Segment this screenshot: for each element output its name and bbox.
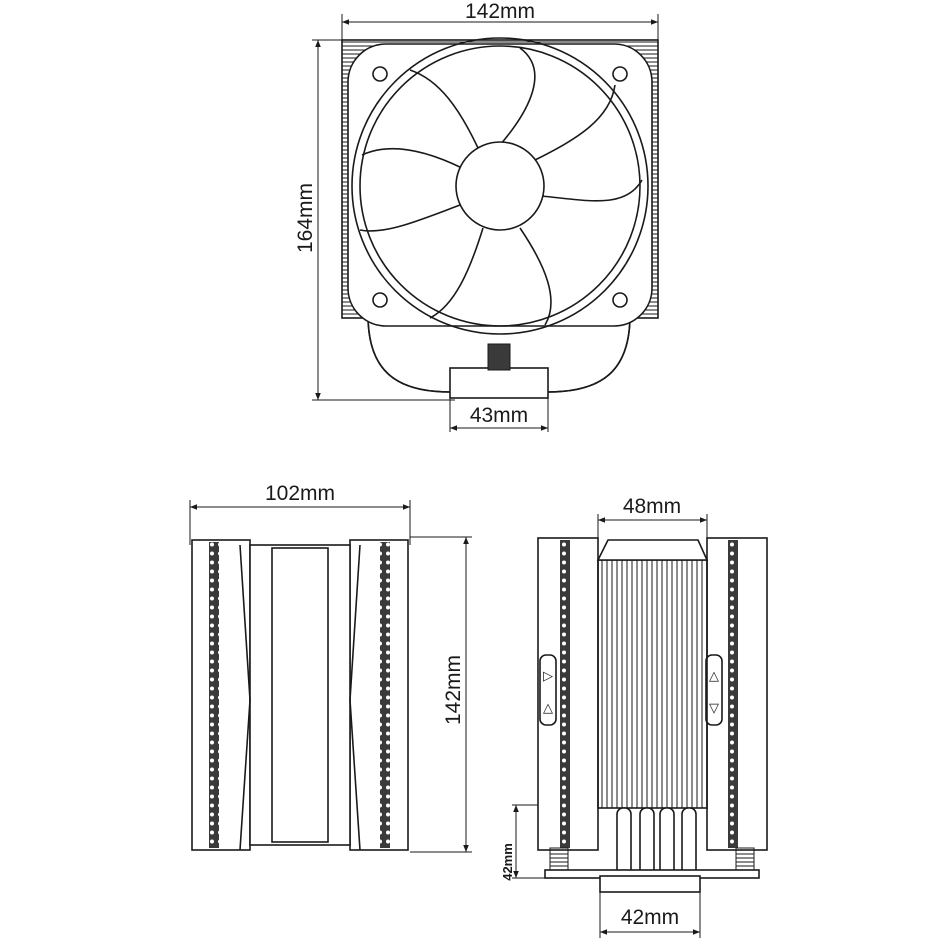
front-base-plate — [449, 367, 549, 399]
side-fan-left — [191, 539, 251, 851]
side-fan-left-bead — [209, 542, 219, 848]
fan-corner-hole — [372, 66, 388, 82]
front-mount-screw — [487, 343, 511, 371]
fan-blades — [359, 47, 643, 326]
fan-corner-hole — [372, 292, 388, 308]
airflow-arrow-icon: ▷ — [543, 668, 553, 683]
airflow-arrow-icon: △ — [543, 700, 553, 715]
airflow-arrow-icon: ▽ — [709, 700, 719, 715]
rear-fan-left-arrows — [539, 654, 557, 726]
fan-corner-hole — [612, 292, 628, 308]
side-view: 102mm 142mm — [189, 482, 472, 853]
side-fan-right — [349, 539, 409, 851]
front-height-label: 164mm — [294, 183, 317, 253]
rear-fan-right-bead — [728, 540, 738, 848]
front-view: 142mm 164mm 43mm — [294, 0, 659, 432]
side-fan-right-bead — [380, 542, 390, 848]
front-width-label: 142mm — [465, 0, 535, 23]
fan-hub — [455, 141, 545, 231]
fan-corner-hole — [612, 66, 628, 82]
rear-width-label: 48mm — [623, 495, 681, 518]
fan-ring-inner — [359, 45, 641, 327]
side-heatsink-center — [271, 547, 329, 843]
side-fan-edges — [239, 544, 361, 851]
front-heatpipes-inner — [367, 314, 631, 393]
rear-view: 48mm 42mm 42mm ▷ △ △ ▽ — [500, 495, 768, 938]
side-height-label: 142mm — [442, 655, 465, 725]
airflow-arrow-icon: △ — [709, 668, 719, 683]
rear-heatsink-fins — [597, 559, 708, 809]
rear-fan-left-bead — [560, 540, 570, 848]
fan-ring — [351, 37, 649, 335]
front-base-label: 43mm — [470, 404, 528, 427]
rear-clearance-label: 42mm — [500, 843, 515, 881]
side-width-label: 102mm — [265, 482, 335, 505]
rear-base-label: 42mm — [621, 906, 679, 929]
rear-top-clip — [596, 539, 709, 561]
rear-base-plate — [599, 875, 701, 893]
